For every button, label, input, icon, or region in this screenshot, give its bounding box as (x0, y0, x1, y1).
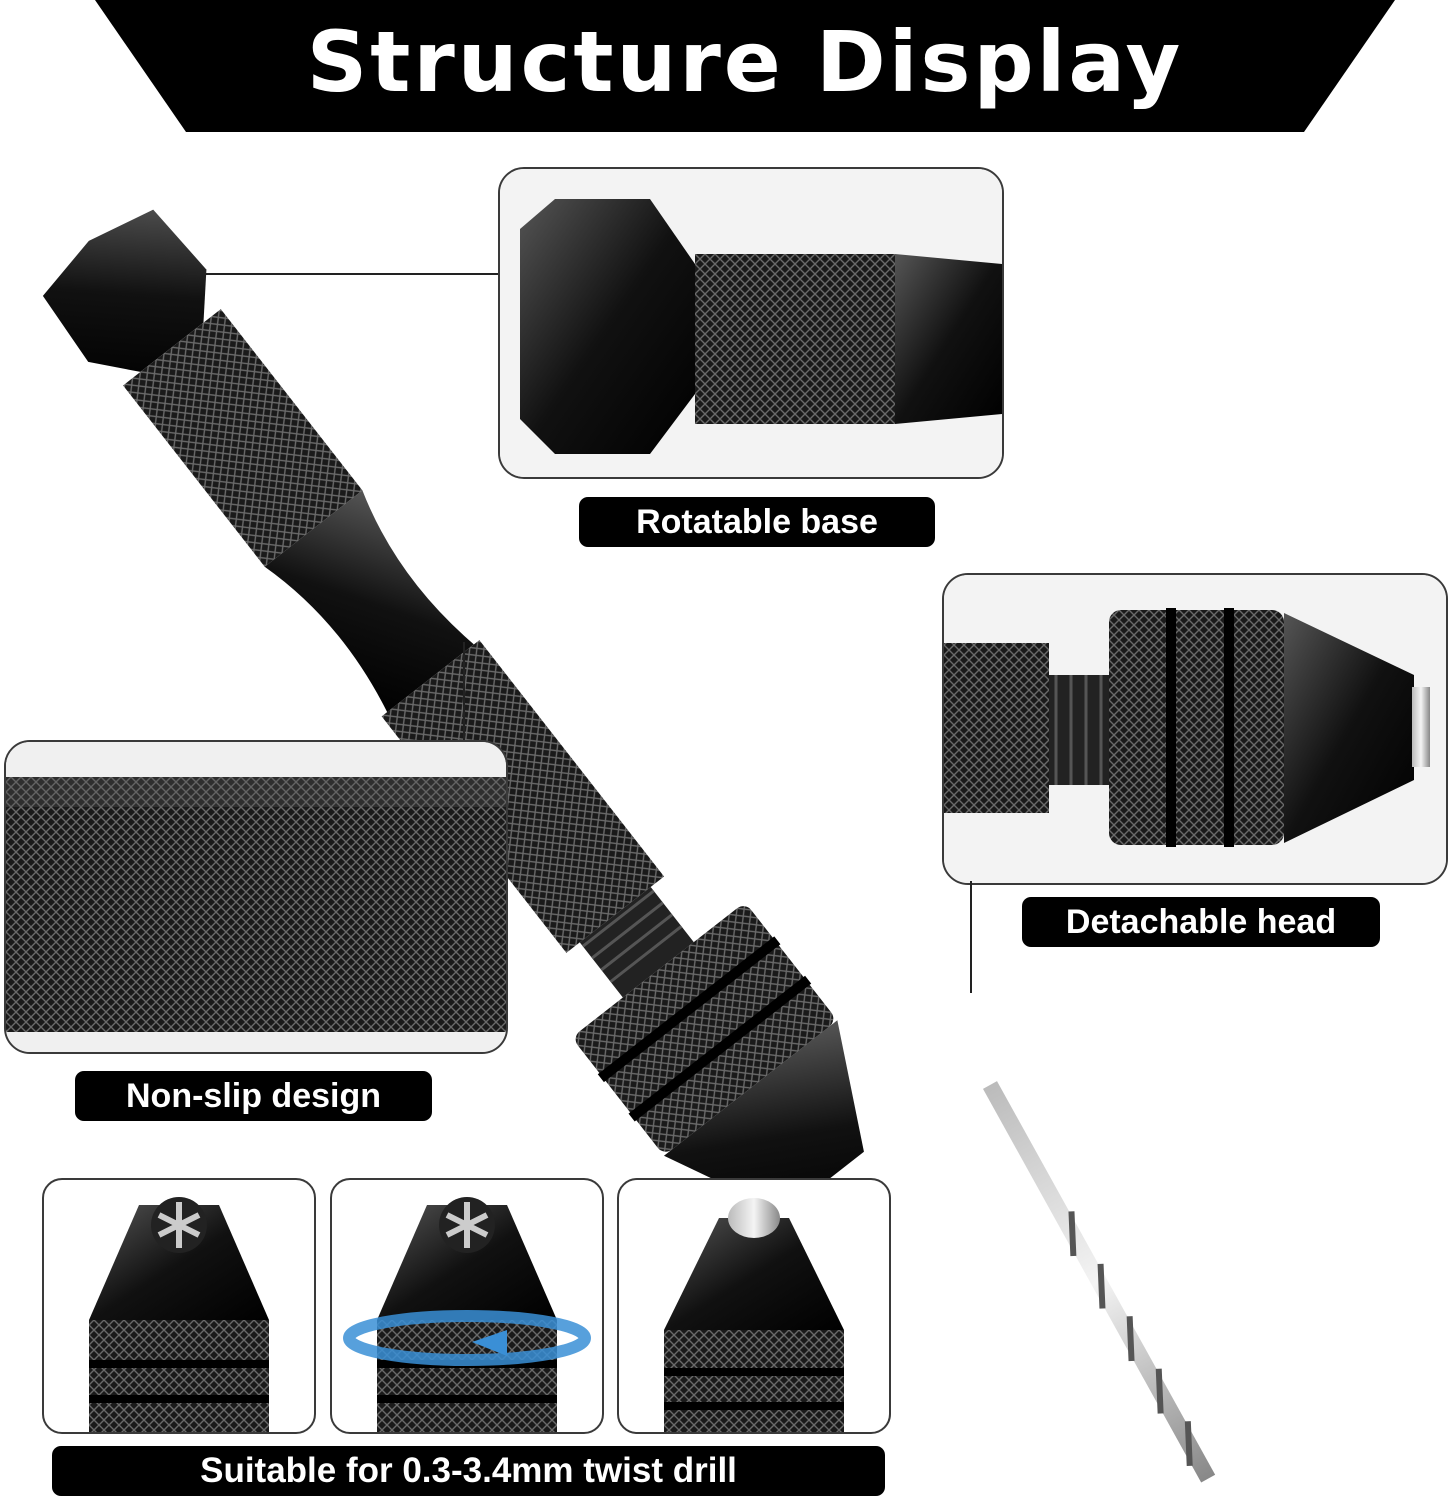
rotatable-base-closeup (498, 167, 1004, 479)
detachable-head-label: Detachable head (1022, 897, 1380, 947)
chuck-thumb-rotate (330, 1178, 604, 1434)
chuck-closed-image (664, 1198, 844, 1432)
non-slip-image (6, 742, 506, 1052)
rotate-arrow-icon (472, 1330, 507, 1356)
rotatable-leader-line (188, 273, 498, 275)
detachable-head-image (944, 575, 1446, 883)
chuck-open-image (89, 1197, 269, 1432)
chuck-thumb-open (42, 1178, 316, 1434)
chuck-rotate-image (343, 1197, 591, 1432)
detachable-head-closeup (942, 573, 1448, 885)
suitable-drill-label: Suitable for 0.3-3.4mm twist drill (52, 1446, 885, 1496)
page-title: Structure Display (306, 13, 1184, 111)
non-slip-label: Non-slip design (75, 1071, 432, 1121)
non-slip-leader-line (463, 642, 465, 740)
rotatable-base-label: Rotatable base (579, 497, 935, 547)
chuck-thumb-closed (617, 1178, 891, 1434)
rotatable-base-image (500, 169, 1002, 477)
detachable-leader-line (970, 881, 972, 993)
title-banner: Structure Display (95, 0, 1395, 132)
non-slip-closeup (4, 740, 508, 1054)
